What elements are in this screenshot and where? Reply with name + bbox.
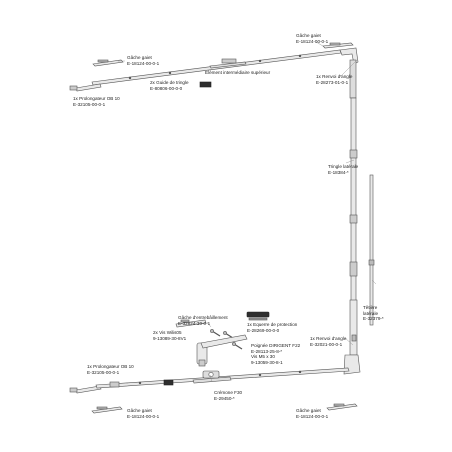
handle-dirigent (196, 334, 248, 367)
label-vis: 2x Vis Wilis05 9-13089-30-8V1 (153, 330, 186, 341)
label-name: Tringle latérale (328, 164, 359, 169)
label-name: Crémone F30 (214, 390, 243, 395)
protection-bracket (246, 311, 270, 321)
label-gache-gaiet-bottom-right: Gâche gaiet E-18124-00-0-1 (296, 408, 328, 419)
top-corner-drive (339, 47, 359, 99)
label-renvoi-bottom: 1x Renvoi d'angle E-32021-00-0-1 (310, 336, 346, 347)
side-faceplate (368, 174, 375, 326)
label-name: Gâche gaiet (296, 33, 321, 38)
label-equerre-protection: 1x Equerre de protection E-28269-00-0-0 (247, 322, 297, 333)
label-element-superieur: Elément intermédiaire supérieur (205, 70, 270, 76)
label-screw: Vis M5 x 30 (251, 354, 275, 360)
top-rod (91, 49, 342, 86)
label-name: 1x Prolongateur OB 10 (73, 96, 120, 101)
label-gache-gaiet-top-left: Gâche gaiet E-18124-00-0-1 (127, 55, 159, 66)
label-ref: E-29450-* (214, 395, 235, 401)
label-name: 1x Renvoi d'angle (310, 336, 347, 341)
label-cremone: Crémone F30 E-29450-* (214, 390, 242, 401)
keeper-top-left (92, 59, 124, 67)
label-ref: E-18124-00-0-1 (296, 413, 329, 419)
label-gache-gaiet-top-right: Gâche gaiet E-18124-00-0-1 (296, 33, 328, 44)
bottom-left-extension (69, 385, 102, 394)
label-poignee: Poignée DIRIGENT F22 E-28113-25-8-* Vis … (251, 343, 300, 365)
label-name: 1x Equerre de protection (247, 322, 298, 327)
label-name: 1x Renvoi d'angle (316, 74, 353, 79)
label-renvoi-top: 1x Renvoi d'angle E-28273-01-0-1 (316, 74, 352, 85)
label-name: 2x Vis Wilis05 (153, 330, 182, 335)
label-name: Gâche gaiet (296, 408, 321, 413)
label-ref: 9-13089-30-8V1 (153, 335, 187, 341)
label-ref: E-80806-00-0-0 (150, 85, 183, 91)
rod-guide (199, 81, 212, 88)
label-name: 1x Prolongateur OB 10 (87, 364, 134, 369)
leader-lines (118, 41, 377, 383)
label-name: Têtière latérale (363, 305, 379, 316)
label-name: Poignée DIRIGENT F22 (251, 343, 301, 348)
top-left-extension (69, 83, 102, 92)
label-name: Elément intermédiaire supérieur (205, 70, 271, 75)
label-gache-entrebaillement: Gâche d'entrebâillement E-32824-30-0-1 (178, 315, 228, 326)
side-rod (349, 97, 358, 309)
label-ref: E-18384-* (328, 169, 349, 175)
label-ref: E-28269-00-0-0 (247, 327, 280, 333)
label-ref: E-18124-00-0-1 (127, 413, 160, 419)
label-ref: E-28113-25-8-* (251, 348, 283, 354)
label-name: Gâche gaiet (127, 408, 152, 413)
label-ref: E-32105-00-0-1 (87, 369, 120, 375)
keeper-bottom-left (91, 406, 123, 414)
label-ref: E-32021-00-0-1 (310, 341, 343, 347)
label-ref: E-28273-01-0-1 (316, 79, 349, 85)
label-prolongateur-bottom: 1x Prolongateur OB 10 E-32105-00-0-1 (87, 364, 134, 375)
bottom-corner-drive (343, 299, 361, 375)
label-prolongateur-top: 1x Prolongateur OB 10 E-32105-00-0-1 (73, 96, 120, 107)
keeper-bottom-right (326, 403, 358, 411)
label-name: Gâche d'entrebâillement (178, 315, 228, 320)
label-tetiere-laterale: Têtière latérale E-32379-* (363, 305, 385, 322)
cremone-rod (95, 367, 350, 389)
label-ref: E-18124-00-0-1 (127, 60, 160, 66)
label-name: Gâche gaiet (127, 55, 152, 60)
label-guide-tringle: 2x Guide de tringle E-80806-00-0-0 (150, 80, 189, 91)
screws (210, 329, 243, 350)
keeper-top-right (322, 42, 354, 49)
label-ref: E-32824-30-0-1 (178, 320, 211, 326)
label-tringle-laterale: Tringle latérale E-18384-* (328, 164, 358, 175)
label-screw-ref: 9-13059-30-8-1 (251, 359, 283, 365)
label-ref: E-32379-* (363, 316, 384, 322)
label-name: 2x Guide de tringle (150, 80, 189, 85)
label-ref: E-32105-00-0-1 (73, 101, 106, 107)
label-gache-gaiet-bottom-left: Gâche gaiet E-18124-00-0-1 (127, 408, 159, 419)
label-ref: E-18124-00-0-1 (296, 38, 329, 44)
ventilation-keeper (175, 319, 207, 328)
